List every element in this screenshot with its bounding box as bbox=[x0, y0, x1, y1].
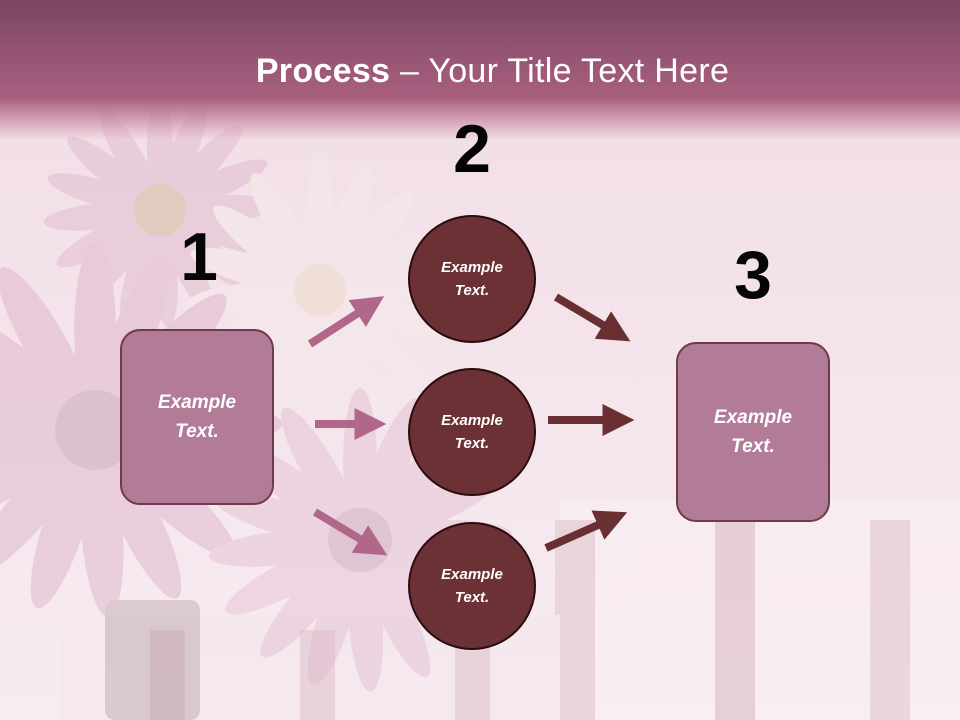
left-process-box[interactable]: Example Text. bbox=[120, 329, 274, 505]
process-circle-bottom[interactable]: Example Text. bbox=[408, 522, 536, 650]
step-number-3: 3 bbox=[734, 237, 772, 313]
step-number-2: 2 bbox=[453, 111, 491, 187]
right-process-box[interactable]: Example Text. bbox=[676, 342, 830, 522]
header-band bbox=[0, 0, 960, 140]
process-circle-top[interactable]: Example Text. bbox=[408, 215, 536, 343]
process-circle-middle[interactable]: Example Text. bbox=[408, 368, 536, 496]
title-rest: – Your Title Text Here bbox=[390, 52, 730, 90]
slide-title: Process – Your Title Text Here bbox=[0, 52, 960, 91]
step-number-1: 1 bbox=[180, 219, 218, 295]
title-bold: Process bbox=[255, 52, 391, 90]
